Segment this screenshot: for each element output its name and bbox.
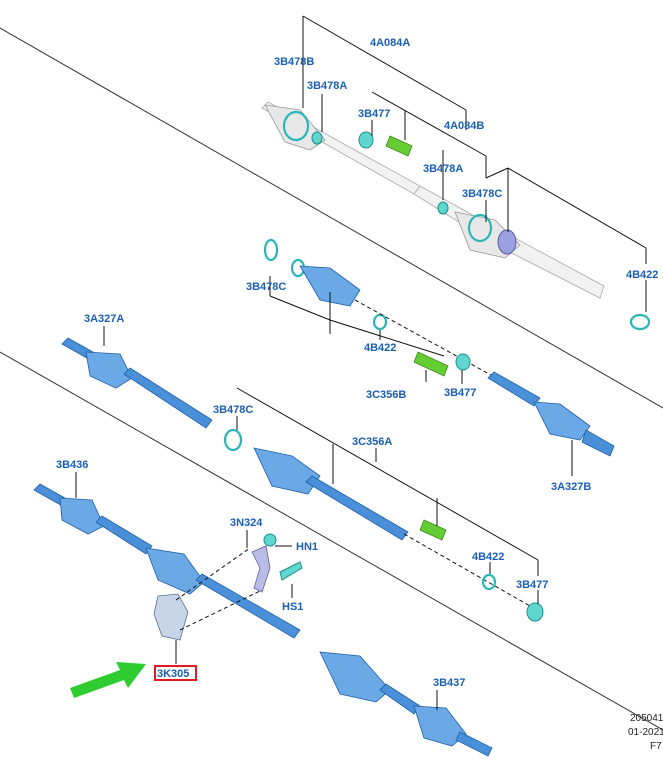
mid-boot-kit-ring[interactable] (455, 353, 471, 371)
left-mid-shaft-assembly (61, 337, 544, 622)
label-3B478C-top[interactable]: 3B478C (462, 188, 502, 200)
middle-shaft-assembly (263, 238, 615, 457)
label-3C356B[interactable]: 3C356B (366, 389, 406, 401)
label-3B478C-low[interactable]: 3B478C (213, 404, 253, 416)
lower-shaft-right (379, 683, 421, 715)
label-3B478A-top[interactable]: 3B478A (307, 80, 347, 92)
label-HN1[interactable]: HN1 (296, 541, 318, 553)
reference-date: 01-2021 (628, 727, 663, 738)
mid-left-clamp[interactable] (263, 238, 279, 262)
label-3B477-mid[interactable]: 3B477 (444, 387, 476, 399)
left-mid-shaft (123, 367, 213, 429)
section-divider-bottom (0, 351, 663, 731)
label-3B478B-top[interactable]: 3B478B (274, 56, 314, 68)
label-3B477-top[interactable]: 3B477 (358, 108, 390, 120)
reference-code: F7 (650, 741, 662, 752)
label-4B422-right[interactable]: 4B422 (626, 269, 658, 281)
lower-shaft-assembly (33, 483, 493, 757)
reference-number: 205041 (630, 713, 663, 724)
label-3A327B[interactable]: 3A327B (551, 481, 591, 493)
lower-damper (145, 547, 205, 595)
upper-outer-ring[interactable] (497, 229, 517, 255)
upper-inner-joint (264, 104, 326, 151)
mid-grease-pack[interactable] (413, 351, 449, 377)
lower-outer-boot (319, 651, 391, 703)
green-arrow-icon (70, 662, 146, 698)
upper-mid-clamp[interactable] (437, 201, 449, 215)
mid-boot-left (299, 265, 361, 307)
label-3N324[interactable]: 3N324 (230, 517, 263, 529)
upper-grease-pack[interactable] (385, 135, 413, 157)
highlight-box-3k305 (154, 665, 197, 681)
lower-right-stub (455, 731, 493, 757)
center-shaft (305, 475, 409, 541)
mid-right-shaft (487, 371, 541, 407)
lower-shaft-mid (195, 573, 301, 639)
section-divider-top (0, 27, 663, 409)
mid-right-stub (581, 429, 615, 457)
label-3C356A[interactable]: 3C356A (352, 436, 392, 448)
center-right-ring[interactable] (481, 573, 497, 591)
label-3A327A[interactable]: 3A327A (84, 313, 124, 325)
label-HS1[interactable]: HS1 (282, 601, 303, 613)
label-4A084A[interactable]: 4A084A (370, 37, 410, 49)
lower-inner-joint (59, 497, 105, 535)
upper-boot-clamp-large[interactable] (282, 110, 310, 142)
center-boot-kit-ring[interactable] (526, 602, 544, 622)
label-4B422-mid[interactable]: 4B422 (364, 342, 396, 354)
lower-shaft-left (95, 515, 153, 555)
label-3B437[interactable]: 3B437 (433, 677, 465, 689)
left-mid-clamp[interactable] (223, 428, 243, 452)
center-grease-pack[interactable] (419, 519, 447, 541)
label-3K305[interactable]: 3K305 (157, 668, 189, 680)
upper-shaft-assembly (261, 101, 651, 331)
left-mid-leaders (103, 326, 539, 604)
upper-outer-clamp[interactable] (467, 213, 493, 243)
lower-leaders (75, 472, 438, 710)
label-3B478C-mid[interactable]: 3B478C (246, 281, 286, 293)
label-3B436[interactable]: 3B436 (56, 459, 88, 471)
bearing-mount-3k305[interactable] (153, 593, 189, 641)
upper-right-snap-ring[interactable] (629, 313, 651, 331)
upper-leaders (302, 15, 647, 312)
mid-boot-ring[interactable] (372, 313, 388, 331)
label-4B422-low[interactable]: 4B422 (472, 551, 504, 563)
upper-boot-clamp-small[interactable] (311, 131, 323, 145)
bolt-hs1[interactable] (279, 561, 303, 581)
middle-leaders (269, 276, 573, 476)
label-3B477-low[interactable]: 3B477 (516, 579, 548, 591)
label-3B478A-mid[interactable]: 3B478A (423, 163, 463, 175)
label-4A084B[interactable]: 4A084B (444, 120, 484, 132)
center-boot (253, 447, 321, 495)
nut-hn1[interactable] (263, 533, 277, 547)
mid-right-joint (533, 401, 591, 441)
left-mid-joint (85, 351, 133, 389)
upper-boot-kit-ring[interactable] (358, 131, 374, 149)
bearing-bracket[interactable] (251, 545, 271, 593)
